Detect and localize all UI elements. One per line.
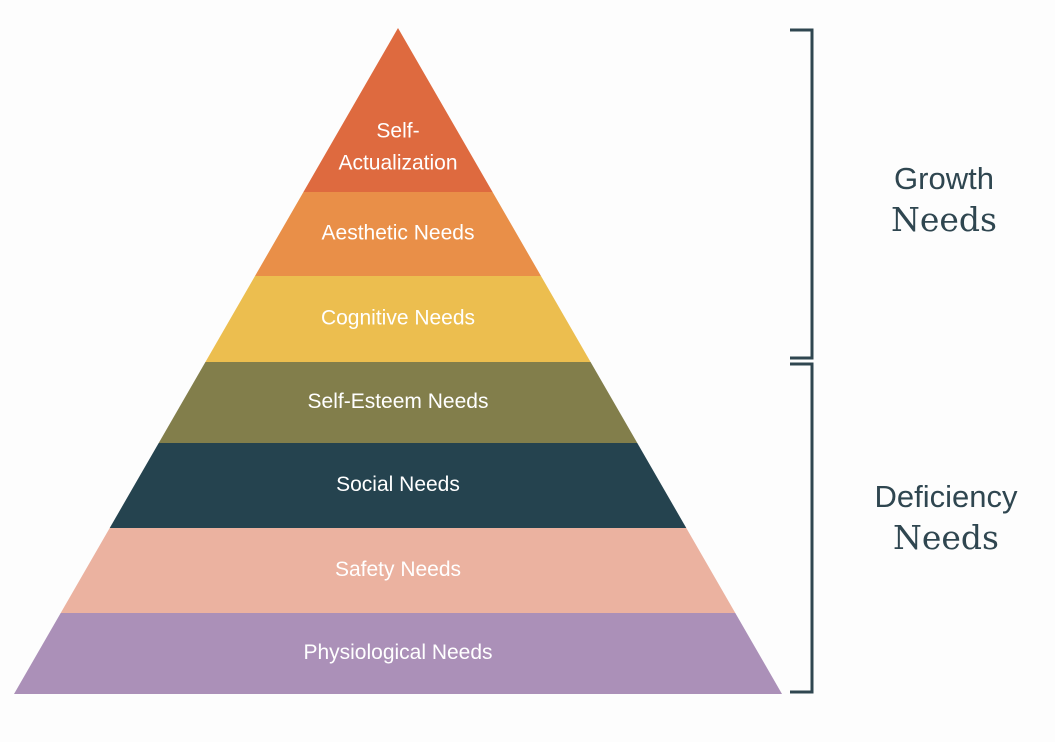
pyramid-layer-1-label: Actualization xyxy=(338,152,457,175)
pyramid-layer-7-label: Physiological Needs xyxy=(303,641,492,664)
pyramid-layer-3 xyxy=(205,276,591,362)
deficiency-bracket xyxy=(790,362,814,694)
growth-label-line1: Growth xyxy=(894,161,994,196)
pyramid-layer-1 xyxy=(303,28,493,192)
pyramid-layer-1-label: Self- xyxy=(376,120,419,143)
growth-needs-label: Growth Needs xyxy=(844,160,1044,240)
pyramid-layer-6-label: Safety Needs xyxy=(335,558,461,581)
pyramid-layer-2-label: Aesthetic Needs xyxy=(322,222,475,245)
deficiency-label-line1: Deficiency xyxy=(874,479,1018,514)
pyramid-layer-4-label: Self-Esteem Needs xyxy=(308,390,489,413)
pyramid-layer-6 xyxy=(60,528,736,613)
pyramid-layer-4 xyxy=(158,362,638,443)
pyramid-layer-7 xyxy=(14,613,782,694)
growth-label-line2: Needs xyxy=(891,199,997,239)
pyramid-layer-5-label: Social Needs xyxy=(336,473,460,496)
deficiency-label-line2: Needs xyxy=(893,517,999,557)
deficiency-needs-label: Deficiency Needs xyxy=(846,478,1046,558)
pyramid-layer-5 xyxy=(109,443,687,528)
pyramid-layer-3-label: Cognitive Needs xyxy=(321,307,475,330)
pyramid-layer-2 xyxy=(255,192,541,276)
growth-bracket xyxy=(790,28,814,360)
